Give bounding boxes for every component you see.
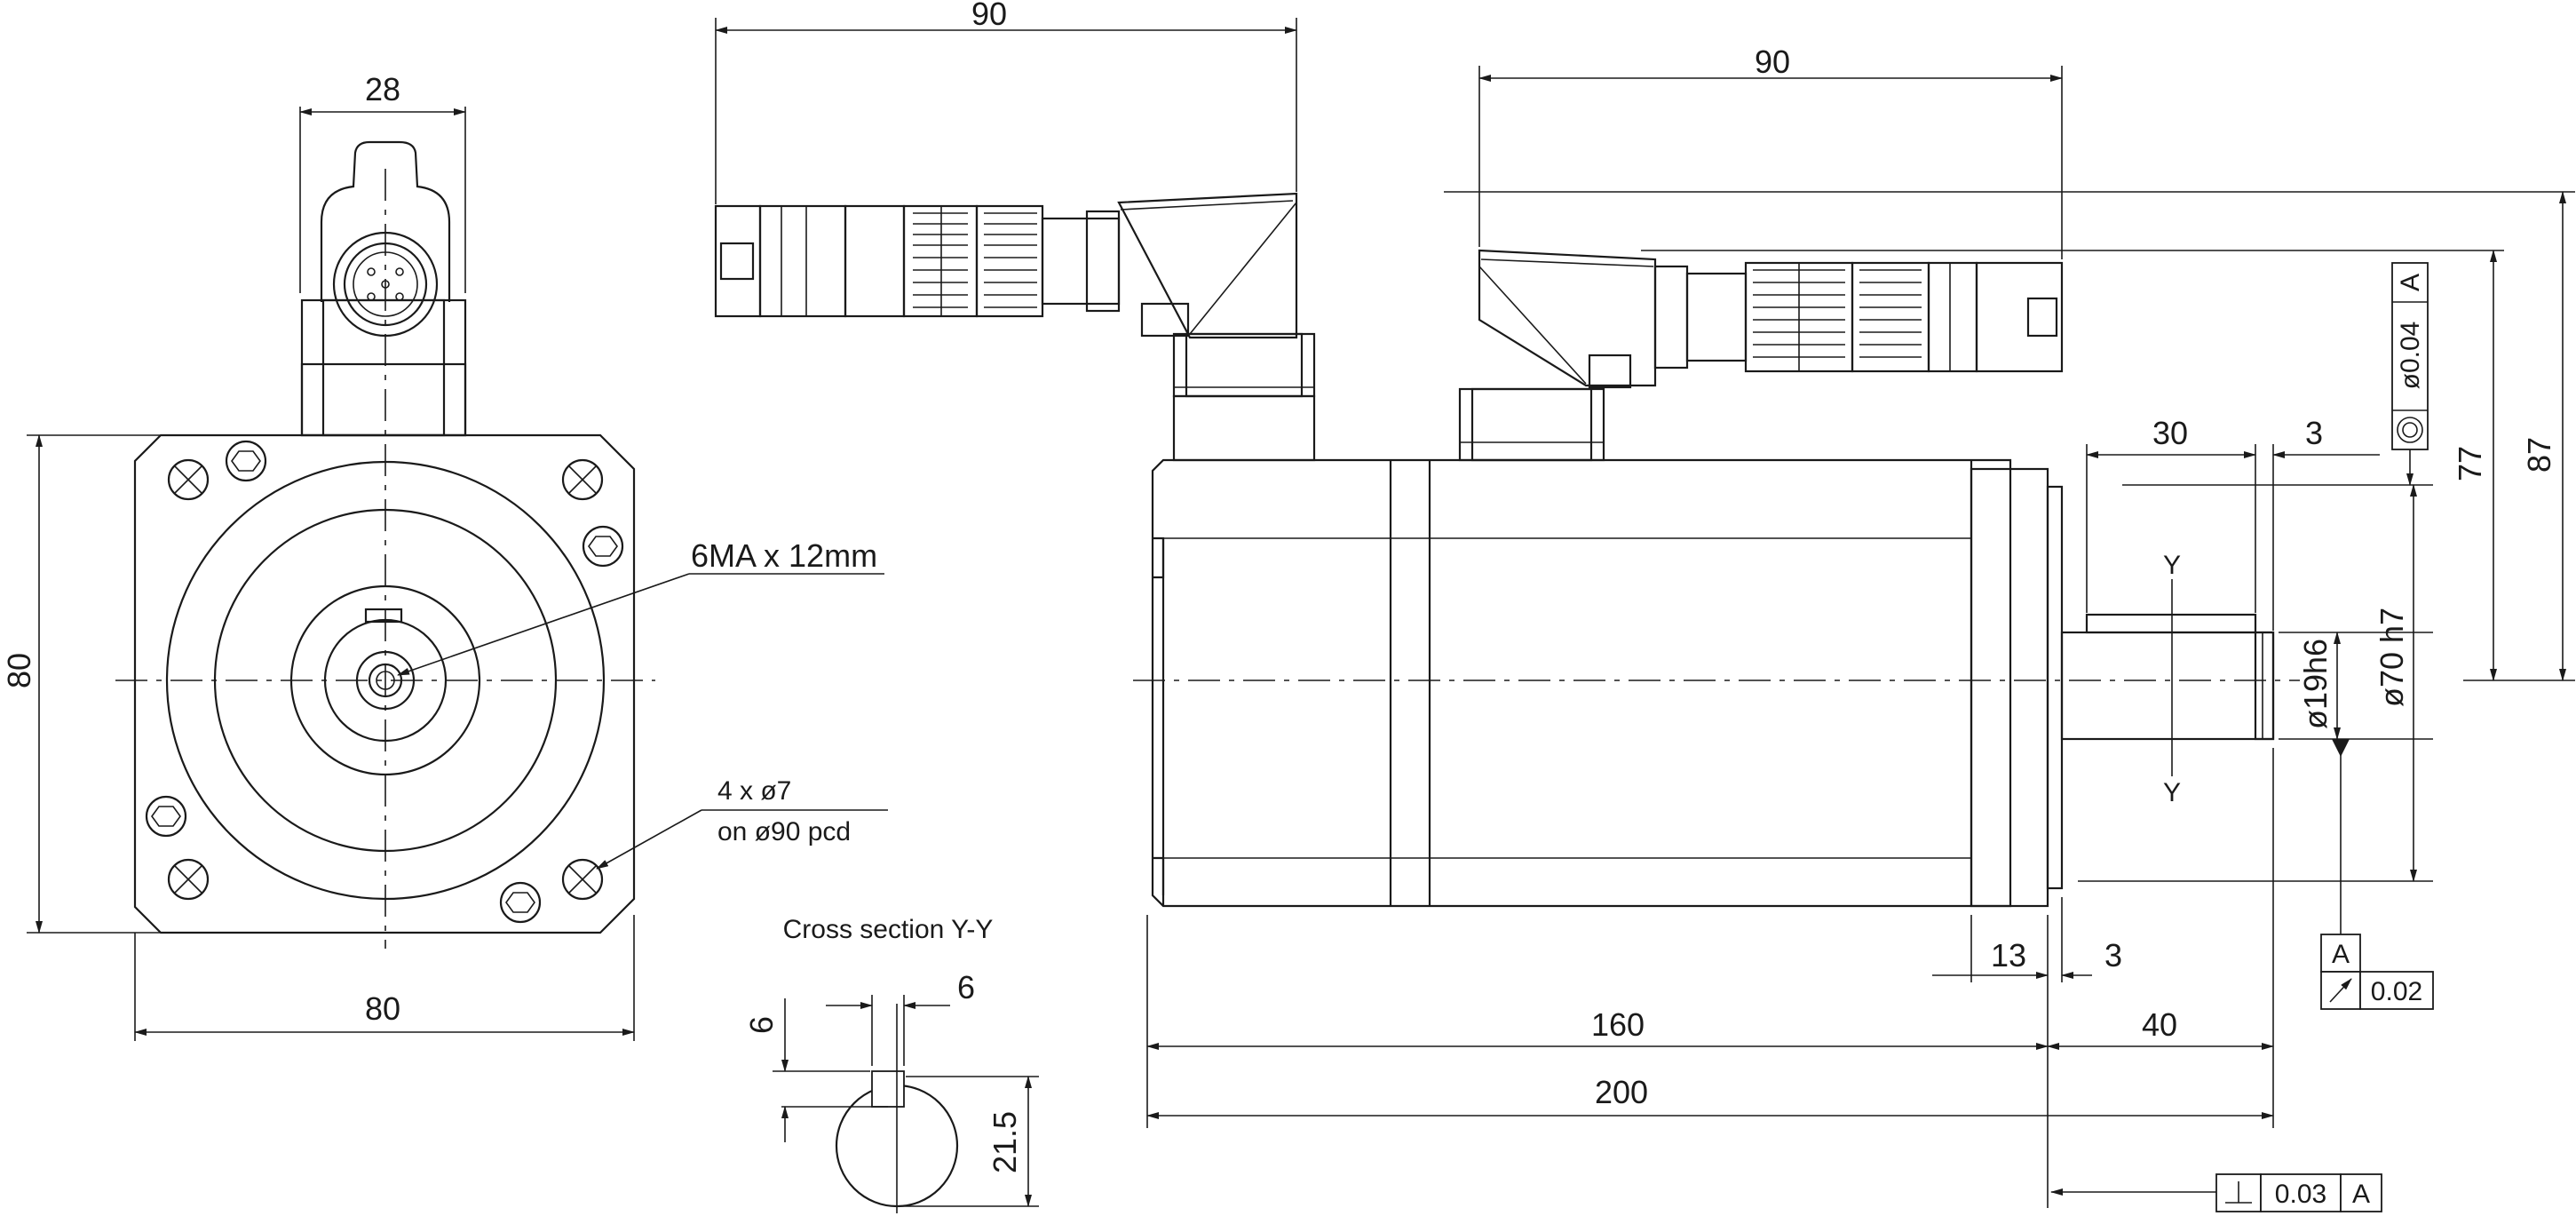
dim-pilot-diameter: ø70 h7: [2374, 608, 2410, 707]
knurl-right: [984, 212, 1037, 308]
section-label-bottom: Y: [2163, 778, 2181, 807]
hex-screw-4: [499, 881, 542, 924]
section-label-top: Y: [2163, 551, 2181, 580]
dim-top-connector-length: 90: [971, 0, 1007, 32]
side-view: Y Y 90 30 3 77 87 ø70 h7 ø19h6: [1133, 44, 2575, 1212]
runout-value: 0.02: [2371, 977, 2422, 1006]
mount-hole-br: [561, 858, 604, 901]
dim-shaft-diameter: ø19h6: [2297, 639, 2334, 729]
shaft-key: [2085, 613, 2257, 634]
dim-flange-thickness: 13: [1991, 937, 2026, 974]
thread-note: 6MA x 12mm: [691, 537, 877, 574]
dim-front-width: 80: [365, 990, 400, 1027]
concentricity-datum: A: [2396, 274, 2425, 291]
concentricity-icon-inner: [2402, 422, 2418, 438]
front-connector: [300, 140, 467, 437]
concentricity-icon: [2397, 417, 2423, 443]
front-flange: [133, 433, 636, 934]
runout-datum: A: [2332, 940, 2350, 969]
knurl-left: [913, 206, 968, 316]
dim-front-height: 80: [1, 653, 37, 688]
dim-key-offset: 3: [2305, 415, 2323, 451]
concentricity-value: ø0.04: [2396, 322, 2425, 390]
dim-flange-offset: 3: [2104, 937, 2122, 974]
concentricity-frame: A ø0.04: [2391, 262, 2429, 486]
motor-body: [1151, 458, 2012, 908]
mount-hole-tr: [561, 458, 604, 501]
dim-connector-width: 28: [365, 71, 400, 107]
side-shaft: [2060, 631, 2275, 741]
dim-body-length: 160: [1591, 1006, 1645, 1043]
dim-87: 87: [2521, 437, 2557, 473]
side-knurl-a: [1753, 263, 1845, 371]
front-key: [364, 608, 403, 624]
side-connector: [1458, 249, 2064, 462]
runout-icon: [2329, 978, 2352, 1003]
hex-screw-2: [582, 525, 624, 568]
perpendicularity-value: 0.03: [2275, 1180, 2326, 1209]
dim-key-height: 6: [743, 1016, 780, 1034]
dim-key-width: 6: [957, 969, 975, 1005]
holes-note-2: on ø90 pcd: [717, 817, 851, 846]
front-view: 28 80 80 6MA x 12mm 4 x ø7 on ø90 pcd: [1, 71, 888, 1041]
datum-triangle: [2332, 739, 2350, 757]
dim-shaft-length: 40: [2142, 1006, 2177, 1043]
side-knurl-b: [1859, 269, 1922, 358]
dim-key-length: 30: [2152, 415, 2188, 451]
cross-section: Cross section Y-Y 6 6 21.5: [743, 915, 1039, 1213]
perpendicularity-datum: A: [2352, 1180, 2370, 1209]
dim-total-length: 200: [1595, 1074, 1648, 1110]
cross-section-title: Cross section Y-Y: [783, 915, 994, 944]
hex-screw-1: [225, 440, 267, 482]
runout-frame: A 0.02: [2320, 739, 2434, 1010]
dim-section-depth: 21.5: [987, 1111, 1023, 1173]
mount-hole-bl: [167, 858, 210, 901]
dim-77: 77: [2452, 446, 2488, 481]
perpendicularity-frame: 0.03 A: [2050, 1173, 2382, 1212]
hex-screw-3: [145, 795, 187, 838]
section-key: [871, 1070, 905, 1108]
top-connector-assembly: 90: [714, 0, 1316, 462]
holes-note-1: 4 x ø7: [717, 776, 791, 806]
mount-hole-tl: [167, 458, 210, 501]
dim-side-connector-length: 90: [1755, 44, 1790, 80]
